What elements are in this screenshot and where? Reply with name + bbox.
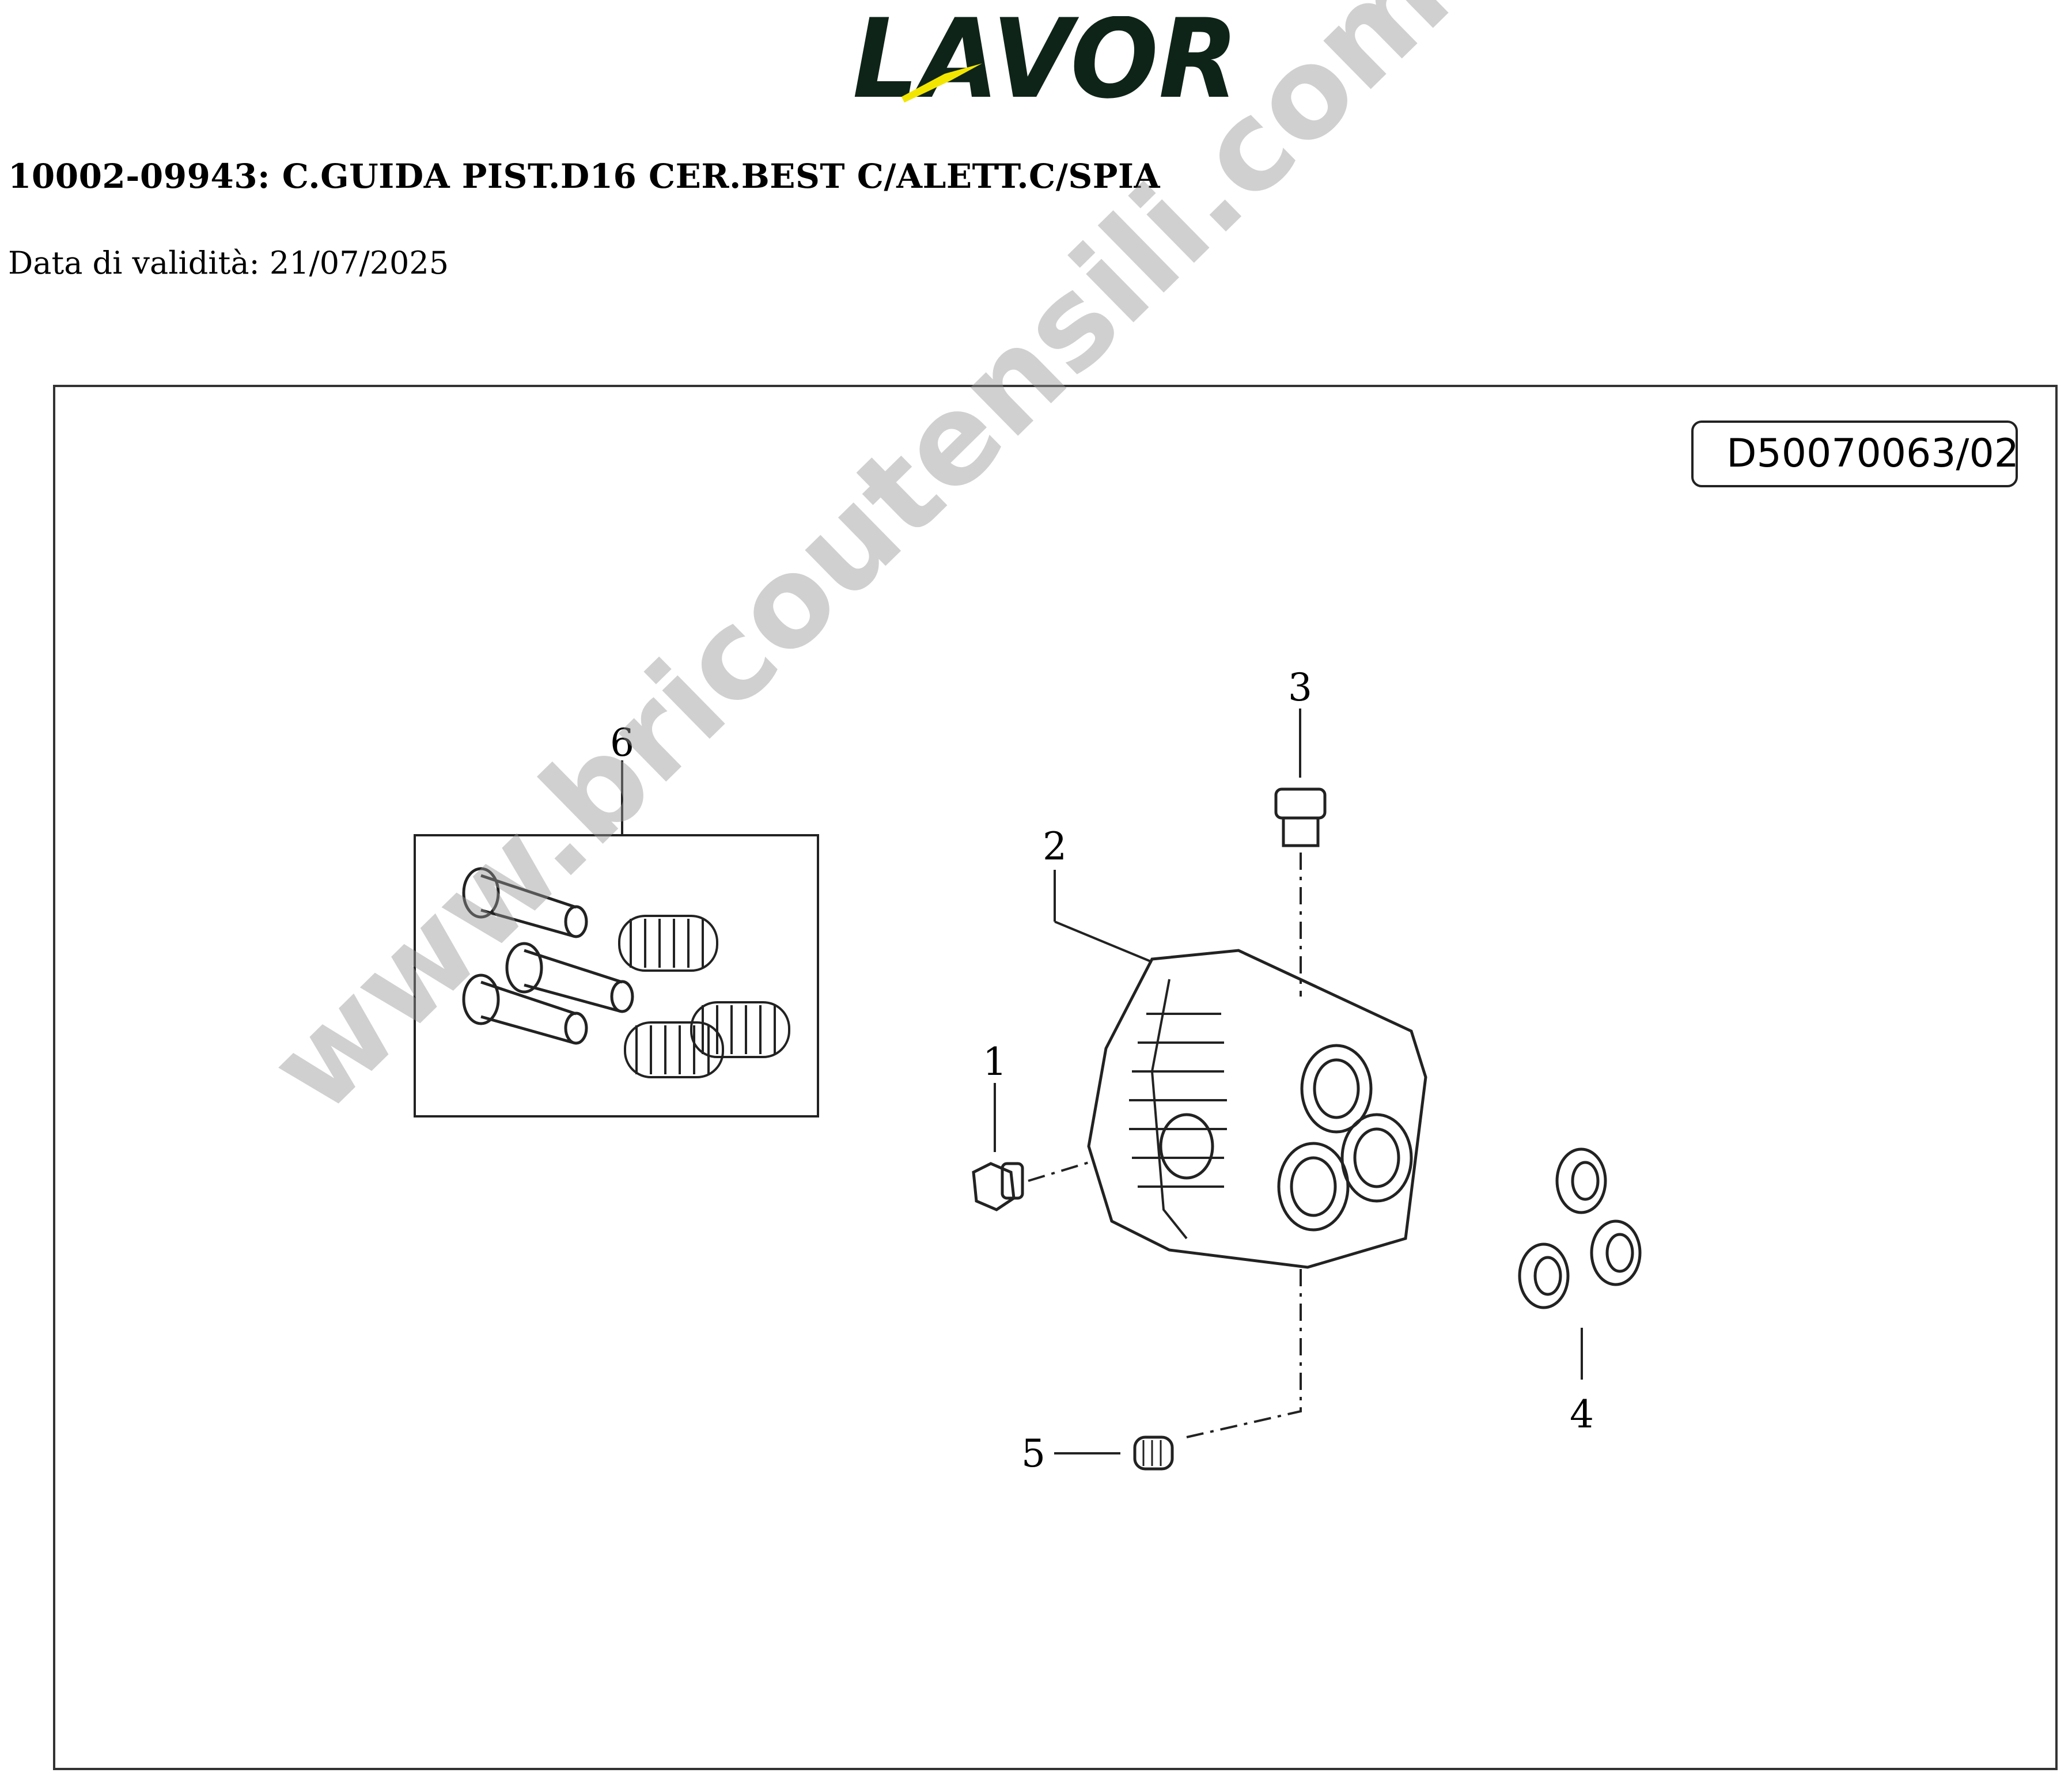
callout-2: 2: [1043, 824, 1067, 869]
part-5-screw: [1054, 1267, 1302, 1471]
spring-icon: [618, 915, 790, 1078]
lavor-logo: LAVOR: [853, 16, 1238, 105]
callout-1: 1: [983, 1040, 1007, 1084]
callout-4: 4: [1570, 1392, 1594, 1437]
part-4-seals: [1518, 1147, 1642, 1380]
callout-5: 5: [1021, 1431, 1046, 1476]
piston-icon: [462, 867, 634, 1045]
part-3-cap: [1274, 709, 1327, 997]
pump-housing: [1054, 870, 1427, 1269]
part-1-plug: [972, 1083, 1095, 1211]
diagram-code-text: D50070063/02: [1726, 431, 2018, 476]
page-title: 10002-09943: C.GUIDA PIST.D16 CER.BEST C…: [8, 157, 1161, 196]
part-6-kit: [414, 760, 819, 1118]
callout-6: 6: [610, 721, 634, 765]
diagram-frame: [53, 385, 2058, 1770]
validity-date: Data di validità: 21/07/2025: [8, 245, 449, 281]
diagram-code: D50070063/02: [1691, 421, 2018, 487]
callout-3: 3: [1288, 665, 1312, 710]
